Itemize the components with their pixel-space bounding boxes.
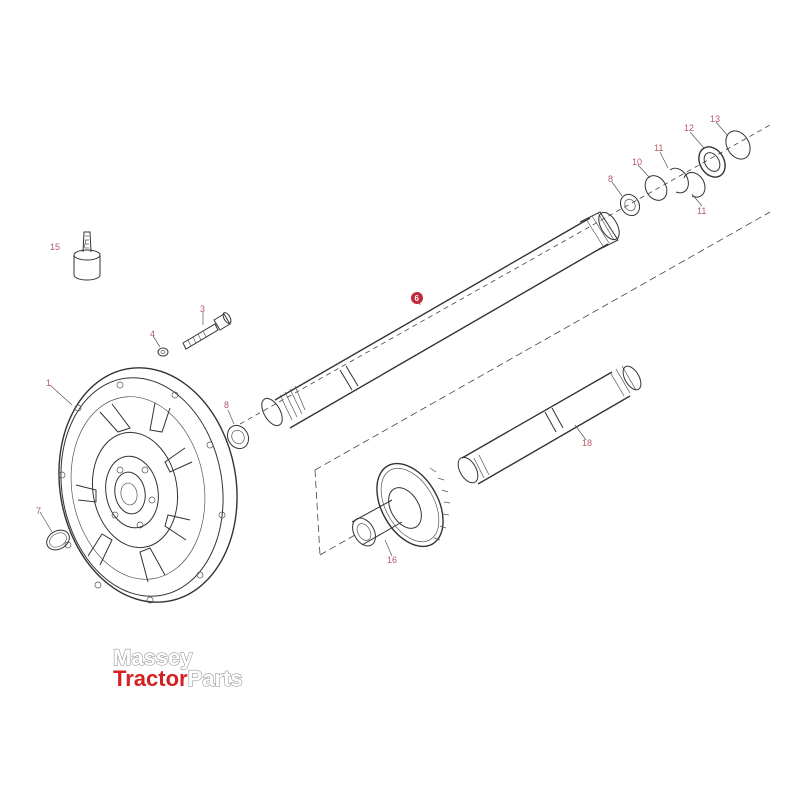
part-11-circlip-a [669,167,689,194]
part-12-bearing [698,146,726,178]
logo-parts-text: Parts [188,666,243,691]
part-4-washer [157,347,169,357]
callout-label: 8 [608,174,613,184]
part-6-long-shaft [261,211,620,429]
callout-label: 7 [36,506,41,516]
callout-label: 15 [50,242,60,252]
part-1-hub-housing [58,367,238,604]
callout-labels: 1 3 4 6 7 8 8 10 11 11 12 13 15 16 18 [36,114,720,565]
part-8-washer-upper [619,193,641,217]
leader-lines [39,121,729,557]
callout-highlight: 6 [411,292,423,304]
svg-text:6: 6 [415,294,420,303]
axis-lines [239,124,771,556]
callout-label: 3 [200,304,205,314]
callout-label: 13 [710,114,720,124]
part-8-washer-lower [226,424,250,450]
part-10-snap-ring [644,175,668,201]
callout-label: 10 [632,157,642,167]
part-16-gear [351,462,451,548]
brand-logo: Massey TractorParts [112,644,243,691]
callout-label: 16 [387,555,397,565]
part-18-shaft [457,365,642,485]
logo-tractor-text: Tractor [113,666,188,691]
callout-label: 12 [684,123,694,133]
svg-text:Massey: Massey [113,645,193,670]
part-3-bolt [182,312,232,350]
callout-label: 18 [582,438,592,448]
callout-label: 8 [224,400,229,410]
callout-label: 11 [697,206,706,216]
callout-label: 11 [654,143,663,153]
part-15-sleeve [73,231,101,281]
callout-label: 1 [46,378,51,388]
part-13-ring [725,130,751,160]
svg-text:TractorParts: TractorParts [113,666,243,691]
part-11-circlip-b [683,171,706,198]
part-7-ring [46,529,70,551]
callout-label: 4 [150,329,155,339]
